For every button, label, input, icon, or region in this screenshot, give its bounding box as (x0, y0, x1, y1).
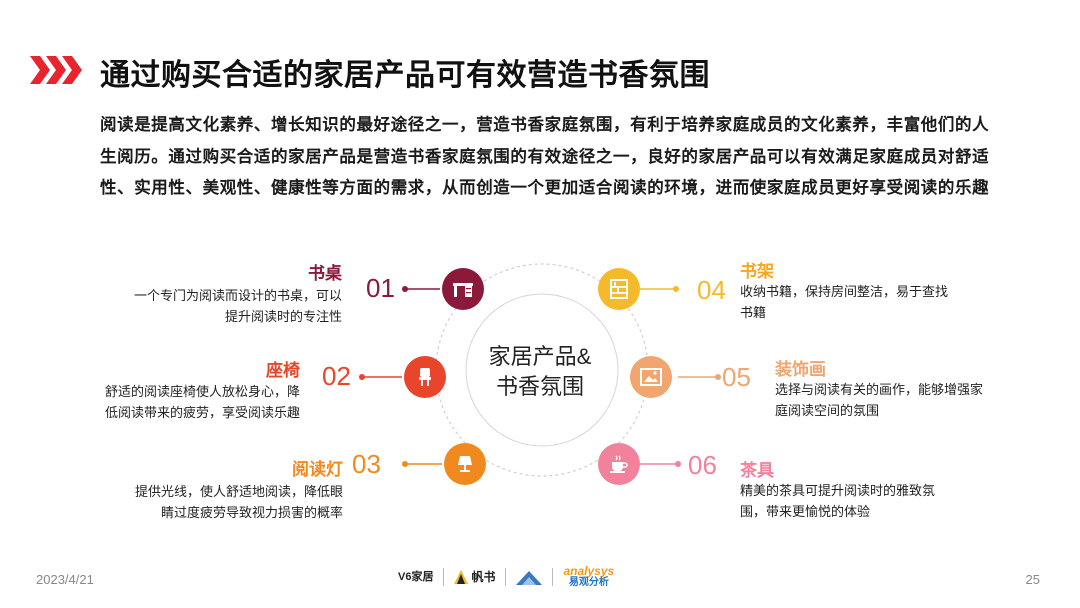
item-01-title: 书桌 (308, 264, 342, 283)
item-06-number: 06 (688, 450, 717, 480)
item-04-desc: 收纳书籍，保持房间整洁，易于查找书籍 (740, 284, 949, 320)
analysys-logo-text: analysys (563, 564, 615, 578)
item-03-number: 03 (352, 449, 381, 479)
logo-divider (552, 568, 554, 586)
center-label: 家居产品& 书香氛围 (470, 342, 610, 402)
item-03-desc: 提供光线，使人舒适地阅读，降低眼睛过度疲劳导致视力损害的概率 (134, 484, 343, 520)
item-04-title: 书架 (740, 262, 774, 281)
desk-node (442, 268, 484, 310)
center-line-2: 书香氛围 (495, 374, 584, 399)
lamp-node (444, 443, 486, 485)
desk-icon (453, 283, 473, 297)
item-02-title: 座椅 (266, 361, 300, 380)
fanshu-logo-text: 帆书 (471, 570, 496, 584)
item-02-number: 02 (322, 361, 351, 391)
title-arrows-icon (30, 56, 82, 84)
analysys-logo-subtext: 易观分析 (568, 577, 609, 588)
page-number: 25 (1025, 572, 1040, 587)
lamp-icon (458, 456, 472, 472)
item-06-title: 茶具 (740, 461, 774, 480)
logo-divider (505, 568, 507, 586)
institute-logo-icon (516, 571, 543, 585)
center-line-1: 家居产品& (488, 344, 592, 369)
picture-node (630, 356, 672, 398)
picture-icon (640, 368, 662, 386)
bookshelf-icon (610, 279, 628, 299)
footer-logos: V6家居 帆书 analysys 易观分析 (398, 560, 614, 594)
analysys-logo: analysys 易观分析 (563, 565, 614, 589)
logo-divider (443, 568, 445, 586)
intro-paragraph: 阅读是提高文化素养、增长知识的最好途径之一，营造书香家庭氛围，有利于培养家庭成员… (100, 116, 990, 197)
fanshu-logo: 帆书 (454, 570, 495, 584)
item-05-number: 05 (722, 362, 751, 392)
teaware-node (598, 443, 640, 485)
bookshelf-node (598, 268, 640, 310)
institute-logo (516, 569, 543, 585)
item-02-desc: 舒适的阅读座椅使人放松身心，降低阅读带来的疲劳，享受阅读乐趣 (104, 384, 300, 420)
chair-icon (419, 368, 431, 386)
footer-date: 2023/4/21 (36, 572, 94, 587)
fanshu-logo-icon (454, 570, 469, 584)
teaware-icon (610, 455, 628, 473)
item-01-desc: 一个专门为阅读而设计的书桌，可以提升阅读时的专注性 (133, 288, 342, 324)
item-03-title: 阅读灯 (292, 460, 343, 479)
v6-logo: V6家居 (398, 571, 433, 583)
item-01-number: 01 (366, 273, 395, 303)
item-05-title: 装饰画 (775, 360, 826, 379)
v6-logo-text: V6家居 (398, 571, 434, 583)
item-04-number: 04 (697, 275, 726, 305)
item-06-desc: 精美的茶具可提升阅读时的雅致氛围，带来更愉悦的体验 (740, 483, 936, 519)
chair-node (404, 356, 446, 398)
page-title: 通过购买合适的家居产品可有效营造书香氛围 (100, 59, 710, 92)
item-05-desc: 选择与阅读有关的画作，能够增强家庭阅读空间的氛围 (775, 382, 984, 418)
